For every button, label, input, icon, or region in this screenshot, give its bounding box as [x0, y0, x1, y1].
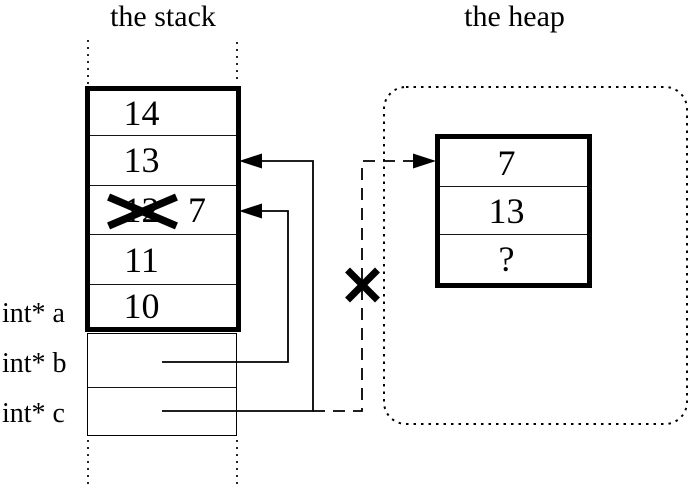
stack-title: the stack [110, 0, 216, 33]
stack-cell-value: 13 [123, 140, 160, 181]
crossed-out-value: 12 [123, 190, 160, 231]
stack-cell-crossed: 12 7 [90, 186, 236, 236]
heap-cell: 13 [440, 187, 587, 235]
label-int-a: int* a [2, 298, 65, 329]
stack-cell: 10 [90, 285, 236, 327]
heap-box: 7 13 ? [435, 134, 592, 288]
heap-cell-value: 7 [497, 142, 516, 183]
stack-cell: 11 [90, 235, 236, 285]
heap-cell: ? [440, 235, 587, 283]
heap-cell-value: 13 [488, 190, 525, 231]
stack-cell: 14 [90, 91, 236, 137]
heap-cell: 7 [440, 139, 587, 187]
dangling-pointer-arrow [313, 153, 436, 412]
overwrite-value: 7 [188, 190, 206, 231]
pointer-slots-frame [87, 333, 237, 436]
stack-cell-value: 14 [123, 93, 160, 134]
stack-cell-value: 11 [124, 239, 159, 280]
label-int-c: int* c [2, 398, 65, 429]
heap-title: the heap [464, 0, 565, 33]
pointer-slot-b [88, 334, 236, 388]
stack-cell-value: 10 [123, 285, 160, 326]
heap-cell-value: ? [498, 239, 515, 279]
stack-cell: 13 [90, 136, 236, 186]
pointer-slot-c [88, 388, 236, 436]
label-int-b: int* b [2, 348, 67, 379]
stack-box: 14 13 12 7 11 10 [85, 86, 241, 332]
deleted-pointer-x-icon [345, 267, 380, 303]
